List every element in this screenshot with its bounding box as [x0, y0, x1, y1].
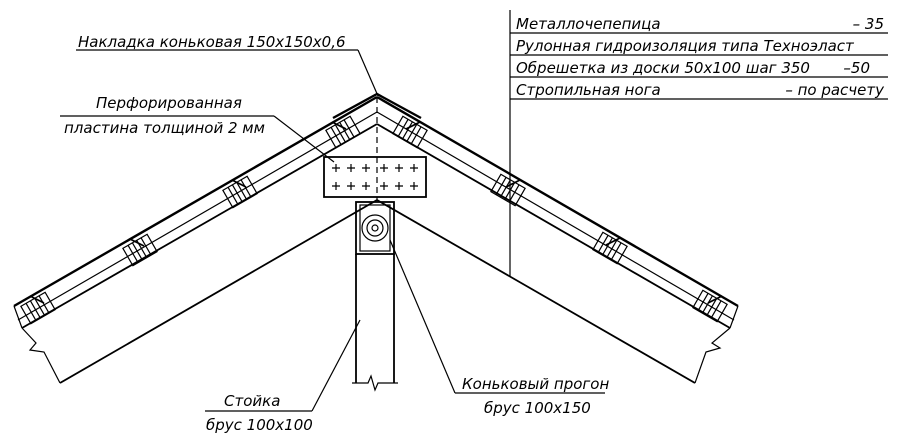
battens-left — [20, 115, 361, 325]
layer-value-1: – 35 — [853, 15, 884, 33]
post-label-2: брус 100х100 — [206, 416, 313, 434]
layer-name-1: Металлочепепица — [516, 15, 661, 33]
ridge-purlin-label-2: брус 100х150 — [484, 399, 591, 417]
tile-steps — [29, 121, 723, 304]
battens-right — [392, 115, 728, 323]
perforated-plate — [323, 156, 427, 198]
roof-layers — [13, 95, 739, 384]
layer-value-4: – по расчету — [785, 81, 885, 99]
layer-name-4: Стропильная нога — [516, 81, 661, 99]
layer-name-2: Рулонная гидроизоляция типа Техноэласт — [516, 37, 855, 55]
ridge-purlin — [355, 201, 395, 255]
ridge-cover-label: Накладка коньковая 150х150х0,6 — [78, 33, 346, 51]
ridge-purlin-label-1: Коньковый прогон — [462, 375, 609, 393]
layer-name-3: Обрешетка из доски 50х100 шаг 350 — [516, 59, 810, 77]
perforated-plate-label-2: пластина толщиной 2 мм — [64, 119, 265, 137]
perforated-plate-label-1: Перфорированная — [96, 94, 242, 112]
layer-table — [510, 32, 888, 100]
layer-value-3: –50 — [843, 59, 870, 77]
post — [352, 254, 398, 392]
post-label-1: Стойка — [224, 392, 280, 410]
